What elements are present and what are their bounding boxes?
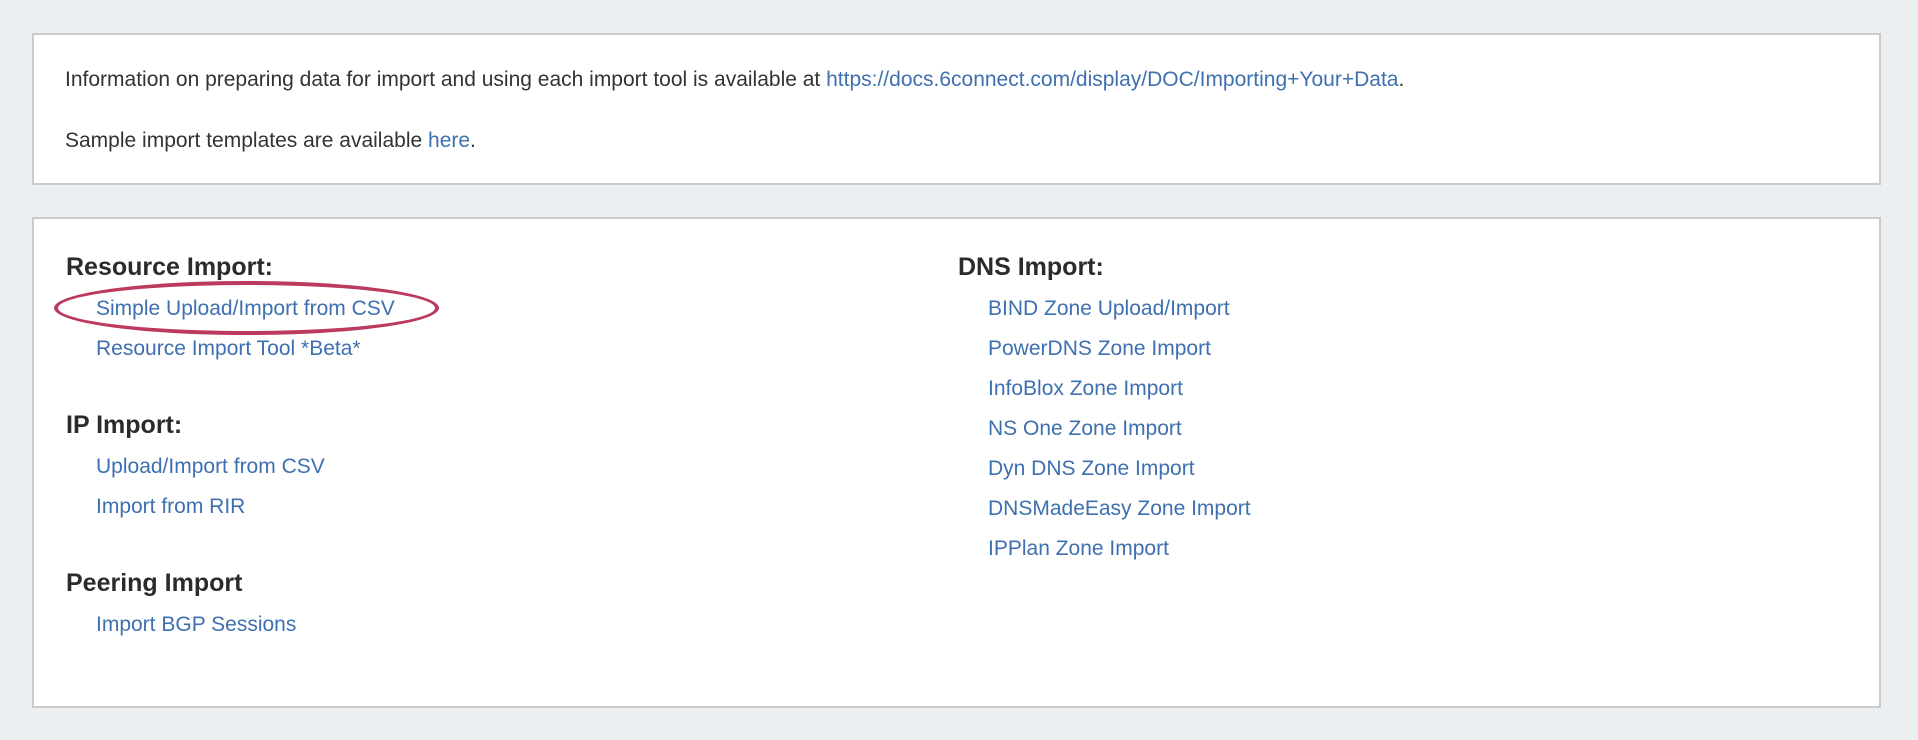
info-line-2-period: . — [470, 129, 476, 152]
list-item: Resource Import Tool *Beta* — [96, 329, 958, 369]
link-ipplan-zone-import[interactable]: IPPlan Zone Import — [988, 537, 1169, 560]
info-line-1-period: . — [1398, 68, 1405, 91]
heading-dns-import: DNS Import: — [958, 253, 1104, 281]
list-item: Upload/Import from CSV — [96, 447, 958, 487]
heading-peering-import: Peering Import — [66, 569, 243, 597]
link-upload-import-from-csv[interactable]: Upload/Import from CSV — [96, 455, 325, 478]
heading-ip-import: IP Import: — [66, 411, 183, 439]
circled-link-wrapper: Simple Upload/Import from CSV — [54, 281, 439, 335]
ip-import-links: Upload/Import from CSV Import from RIR — [66, 447, 958, 527]
link-infoblox-zone-import[interactable]: InfoBlox Zone Import — [988, 377, 1183, 400]
info-line-1: Information on preparing data for import… — [65, 68, 1848, 92]
list-item: Simple Upload/Import from CSV — [54, 281, 958, 335]
import-tools-panel: Resource Import: Simple Upload/Import fr… — [32, 217, 1881, 708]
docs-url-link[interactable]: https://docs.6connect.com/display/DOC/Im… — [826, 68, 1399, 91]
list-item: InfoBlox Zone Import — [988, 369, 1879, 409]
link-ns-one-zone-import[interactable]: NS One Zone Import — [988, 417, 1182, 440]
link-import-bgp-sessions[interactable]: Import BGP Sessions — [96, 613, 297, 636]
link-simple-upload-import-csv[interactable]: Simple Upload/Import from CSV — [96, 297, 395, 320]
link-dyn-dns-zone-import[interactable]: Dyn DNS Zone Import — [988, 457, 1195, 480]
here-link[interactable]: here — [428, 129, 471, 152]
list-item: BIND Zone Upload/Import — [988, 289, 1879, 329]
peering-import-links: Import BGP Sessions — [66, 605, 958, 645]
resource-import-links: Simple Upload/Import from CSV Resource I… — [54, 281, 958, 369]
link-powerdns-zone-import[interactable]: PowerDNS Zone Import — [988, 337, 1211, 360]
info-line-1-text: Information on preparing data for import… — [65, 68, 827, 91]
dns-import-links: BIND Zone Upload/Import PowerDNS Zone Im… — [958, 289, 1879, 569]
import-right-column: DNS Import: BIND Zone Upload/Import Powe… — [958, 251, 1879, 706]
heading-resource-import: Resource Import: — [66, 253, 273, 281]
link-resource-import-tool-beta[interactable]: Resource Import Tool *Beta* — [96, 337, 361, 360]
list-item: DNSMadeEasy Zone Import — [988, 489, 1879, 529]
info-panel: Information on preparing data for import… — [32, 33, 1881, 185]
link-dnsmadeeasy-zone-import[interactable]: DNSMadeEasy Zone Import — [988, 497, 1251, 520]
info-line-2-text: Sample import templates are available — [65, 129, 429, 152]
link-bind-zone-upload-import[interactable]: BIND Zone Upload/Import — [988, 297, 1230, 320]
import-left-column: Resource Import: Simple Upload/Import fr… — [54, 251, 958, 706]
list-item: Import BGP Sessions — [96, 605, 958, 645]
list-item: Import from RIR — [96, 487, 958, 527]
list-item: NS One Zone Import — [988, 409, 1879, 449]
list-item: IPPlan Zone Import — [988, 529, 1879, 569]
link-import-from-rir[interactable]: Import from RIR — [96, 495, 246, 518]
list-item: Dyn DNS Zone Import — [988, 449, 1879, 489]
info-line-2: Sample import templates are available he… — [65, 129, 1848, 153]
list-item: PowerDNS Zone Import — [988, 329, 1879, 369]
